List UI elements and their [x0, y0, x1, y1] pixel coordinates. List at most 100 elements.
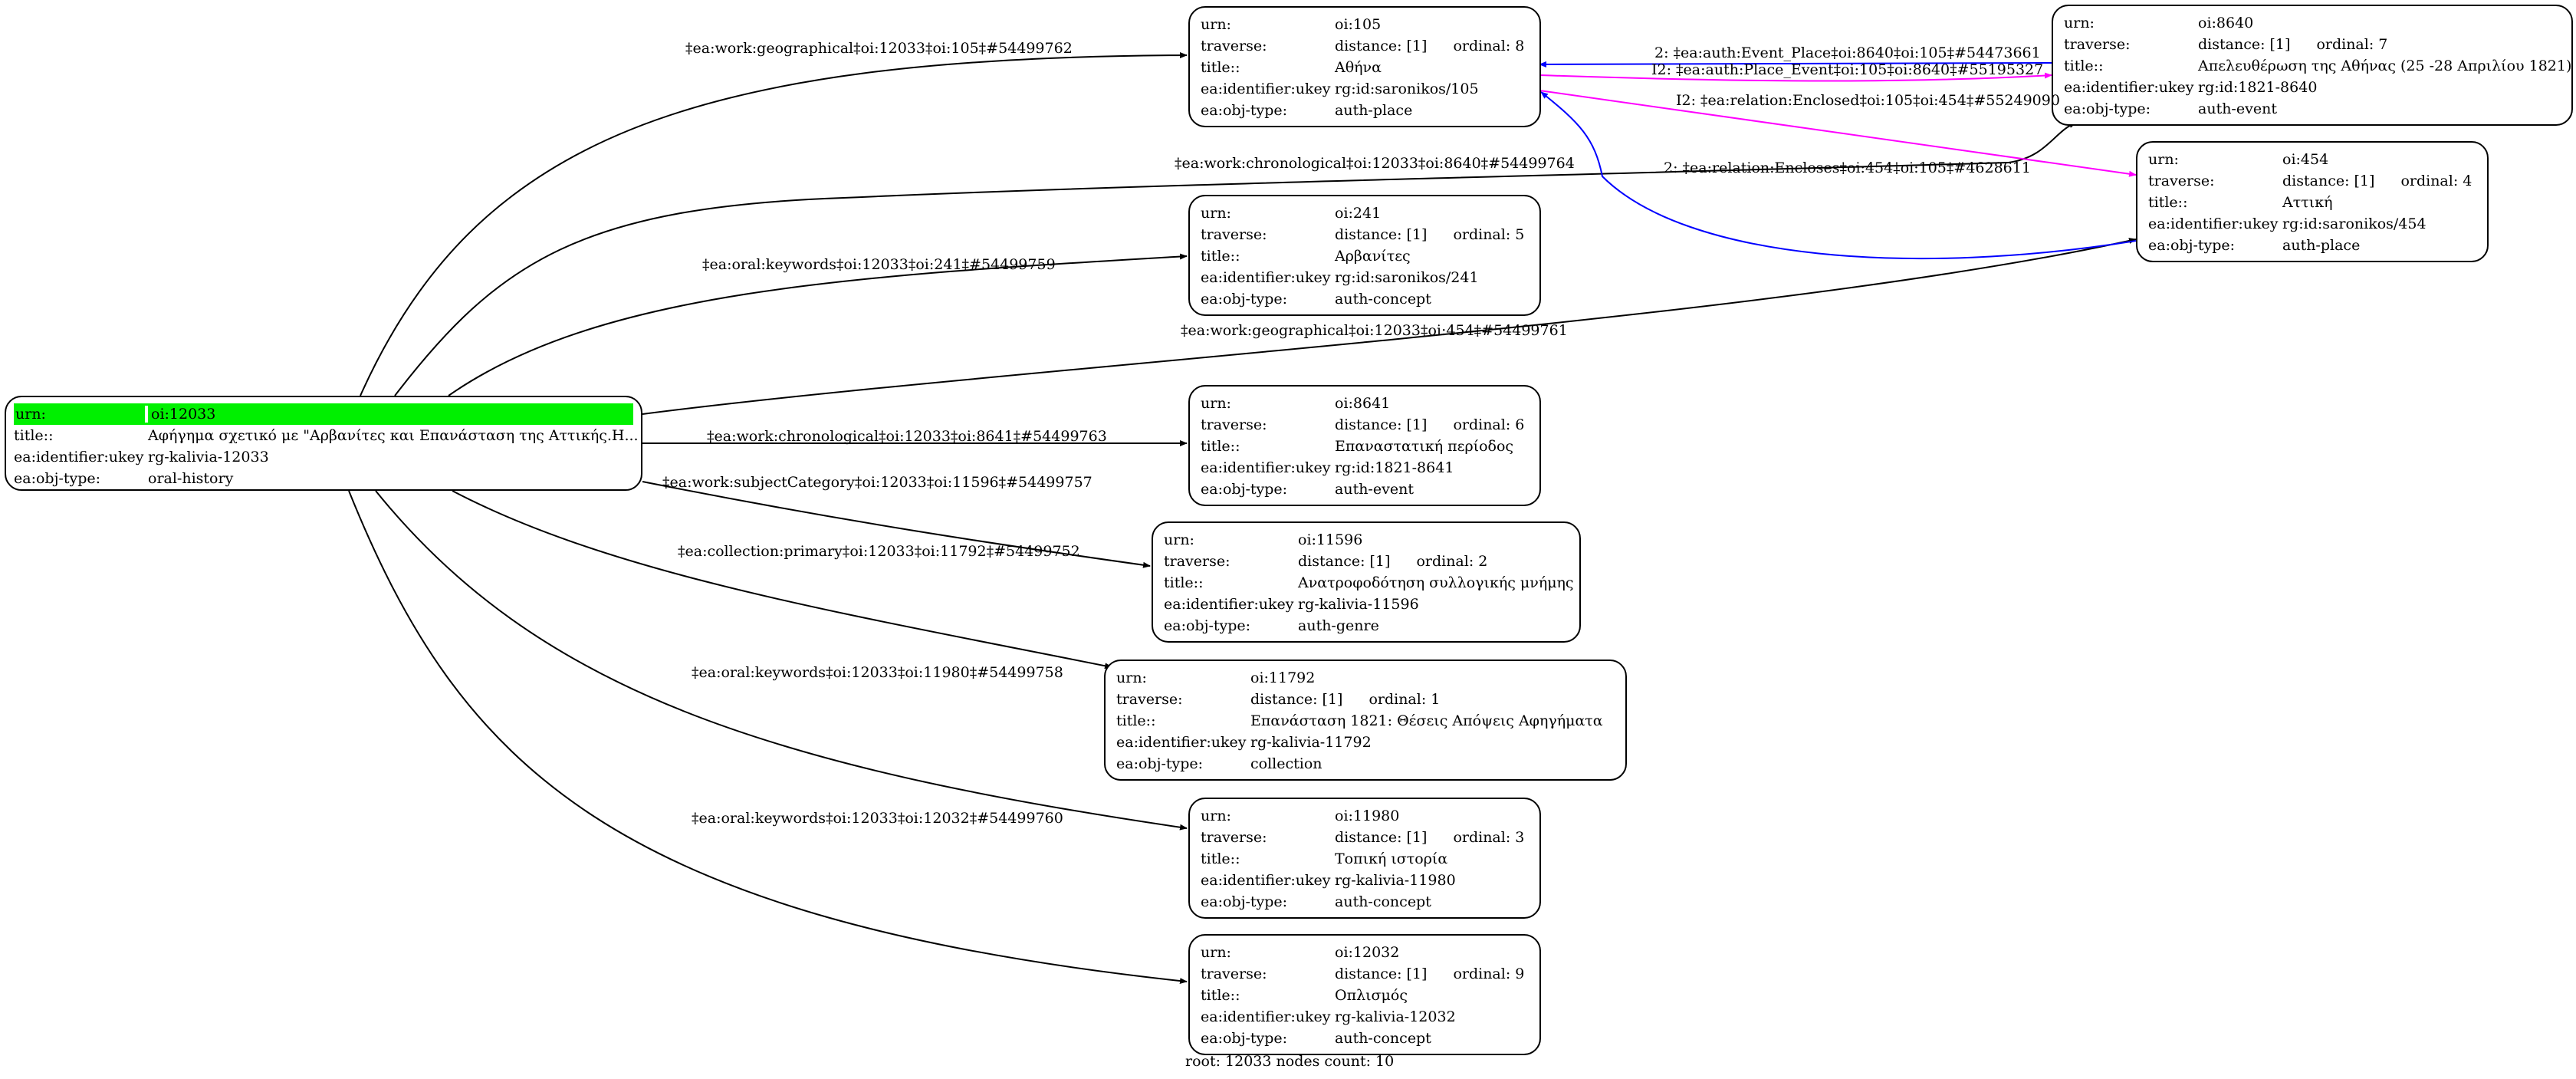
title-label: title::	[14, 427, 54, 444]
title-value: Επαναστατική περίοδος	[1335, 438, 1514, 455]
ukey-value: rg:id:1821-8640	[2198, 79, 2318, 96]
edge-12033-11980	[375, 490, 1188, 831]
title-value: Απελευθέρωση της Αθήνας (25 -28 Απριλίου…	[2198, 58, 2572, 74]
traverse-row: traverse:distance: [1]ordinal: 5	[1201, 224, 1529, 245]
objtype-label: ea:obj-type:	[1201, 1030, 1288, 1047]
edge-8640-105	[1539, 61, 2052, 67]
urn-value: oi:11792	[1250, 669, 1316, 686]
root-urn-row: urn: oi:12033	[14, 403, 633, 425]
objtype-value: auth-genre	[1298, 617, 1379, 634]
traverse-row: traverse:distance: [1]ordinal: 6	[1201, 414, 1529, 436]
ordinal-value: ordinal: 7	[2316, 36, 2388, 53]
ukey-value: rg-kalivia-12033	[148, 449, 269, 465]
title-label: title::	[2064, 58, 2104, 74]
urn-value: oi:12032	[1335, 944, 1400, 961]
urn-value: oi:11980	[1335, 808, 1400, 824]
title-label: title::	[1116, 712, 1156, 729]
traverse-value: distance: [1]	[1335, 38, 1428, 54]
edge-label: I2: ‡ea:auth:Place_Event‡oi:105‡oi:8640‡…	[1651, 61, 2044, 78]
title-row: title::Επαναστατική περίοδος	[1201, 436, 1529, 457]
edge-label: ‡ea:work:chronological‡oi:12033‡oi:8641‡…	[707, 428, 1107, 445]
root-title-row: title:: Αφήγημα σχετικό με "Αρβανίτες κα…	[14, 425, 639, 446]
edge-label: 2: ‡ea:relation:Encloses‡oi:454‡oi:105‡#…	[1664, 160, 2031, 176]
ukey-label: ea:identifier:ukey	[1116, 734, 1247, 751]
ukey-value: rg:id:saronikos/241	[1335, 269, 1479, 286]
ukey-value: rg-kalivia-11792	[1250, 734, 1372, 751]
traverse-label: traverse:	[1201, 38, 1267, 54]
urn-value: oi:8640	[2198, 15, 2254, 31]
objtype-row: ea:obj-type:auth-concept	[1201, 288, 1529, 310]
root-objtype-row: ea:obj-type: oral-history	[14, 468, 633, 489]
ordinal-value: ordinal: 5	[1453, 226, 1525, 243]
urn-label: urn:	[1201, 944, 1231, 961]
traverse-label: traverse:	[1201, 226, 1267, 243]
edge-12033-241	[448, 253, 1188, 396]
ukey-value: rg-kalivia-11980	[1335, 872, 1456, 889]
ukey-label: ea:identifier:ukey	[2148, 215, 2279, 232]
edge-12033-454	[642, 238, 2137, 415]
objtype-label: ea:obj-type:	[1116, 755, 1204, 772]
objtype-row: ea:obj-type:auth-place	[1201, 100, 1529, 121]
objtype-value: auth-event	[2198, 100, 2277, 117]
edge-label: ‡ea:collection:primary‡oi:12033‡oi:11792…	[678, 543, 1080, 560]
title-value: Επανάσταση 1821: Θέσεις Απόψεις Αφηγήματ…	[1250, 712, 1603, 729]
objtype-row: ea:obj-type:collection	[1116, 753, 1615, 775]
traverse-label: traverse:	[1116, 691, 1183, 708]
edge-12033-8640	[394, 122, 2077, 396]
traverse-value: distance: [1]	[1250, 691, 1343, 708]
edge-12033-12032	[348, 490, 1188, 985]
objtype-label: ea:obj-type:	[14, 470, 101, 487]
title-value: Τοπική ιστορία	[1335, 850, 1448, 867]
edge-12033-11792	[452, 490, 1112, 669]
urn-row: urn: oi:12032	[1201, 942, 1529, 963]
traverse-row: traverse:distance: [1]ordinal: 2	[1164, 551, 1569, 572]
objtype-label: ea:obj-type:	[2148, 237, 2236, 254]
urn-value: oi:105	[1335, 16, 1382, 33]
objtype-value: oral-history	[148, 470, 234, 487]
urn-label: urn:	[1116, 669, 1147, 686]
title-label: title::	[1201, 248, 1240, 265]
objtype-label: ea:obj-type:	[1201, 481, 1288, 498]
title-label: title::	[1201, 987, 1240, 1004]
traverse-label: traverse:	[1164, 553, 1230, 570]
urn-value: oi:241	[1335, 205, 1382, 222]
title-label: title::	[1164, 574, 1204, 591]
ukey-label: ea:identifier:ukey	[1201, 459, 1331, 476]
urn-row: urn:oi:105	[1201, 14, 1529, 35]
title-row: title::Ανατροφοδότηση συλλογικής μνήμης	[1164, 572, 1574, 594]
ukey-value: rg:id:1821-8641	[1335, 459, 1454, 476]
title-value: Ανατροφοδότηση συλλογικής μνήμης	[1298, 574, 1574, 591]
traverse-row: traverse:distance: [1]ordinal: 7	[2064, 34, 2561, 55]
ordinal-value: ordinal: 4	[2400, 173, 2472, 189]
edge-105-8640	[1539, 72, 2052, 82]
title-label: title::	[1201, 438, 1240, 455]
ukey-value: rg:id:saronikos/454	[2282, 215, 2426, 232]
urn-row: urn:oi:8640	[2064, 12, 2561, 34]
title-row: title::Τοπική ιστορία	[1201, 848, 1529, 870]
edge-label: ‡ea:work:geographical‡oi:12033‡oi:454‡#5…	[1181, 322, 1568, 339]
traverse-label: traverse:	[1201, 416, 1267, 433]
ukey-label: ea:identifier:ukey	[1201, 872, 1331, 889]
title-row: title::Αττική	[2148, 192, 2476, 213]
title-row: title::Απελευθέρωση της Αθήνας (25 -28 Α…	[2064, 55, 2571, 77]
root-ukey-row: ea:identifier:ukey rg-kalivia-12033	[14, 446, 633, 468]
objtype-value: auth-place	[2282, 237, 2361, 254]
root-node[interactable]: urn: oi:12033 title:: Αφήγημα σχετικό με…	[5, 396, 642, 491]
objtype-value: auth-concept	[1335, 893, 1431, 910]
title-value: Αττική	[2282, 194, 2333, 211]
